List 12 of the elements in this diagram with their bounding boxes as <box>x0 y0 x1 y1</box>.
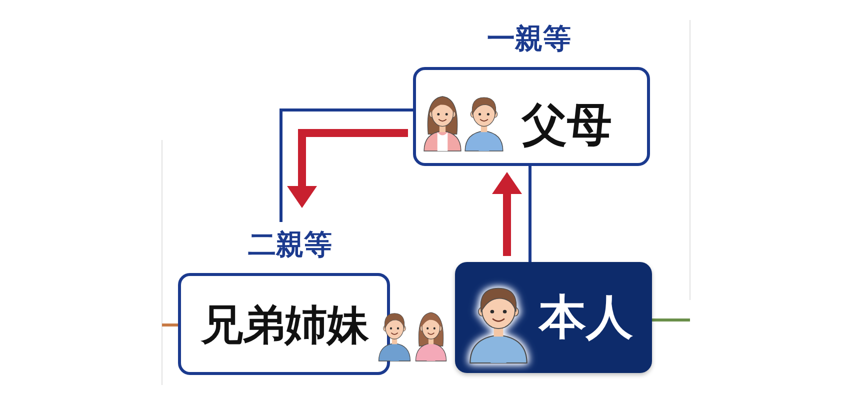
self-box <box>455 262 652 373</box>
arrow <box>287 129 408 208</box>
relation-label: 父母 <box>520 100 613 150</box>
relation-label: 本人 <box>537 293 634 343</box>
connector-line <box>652 318 690 322</box>
connector-line <box>162 324 178 326</box>
connector-line <box>280 108 413 222</box>
relation-label: 兄弟姉妹 <box>200 300 370 350</box>
kinship-degree-label: 一親等 <box>486 22 572 56</box>
connector-line <box>528 166 532 262</box>
kinship-degree-label: 二親等 <box>247 228 333 262</box>
arrow <box>492 172 522 256</box>
